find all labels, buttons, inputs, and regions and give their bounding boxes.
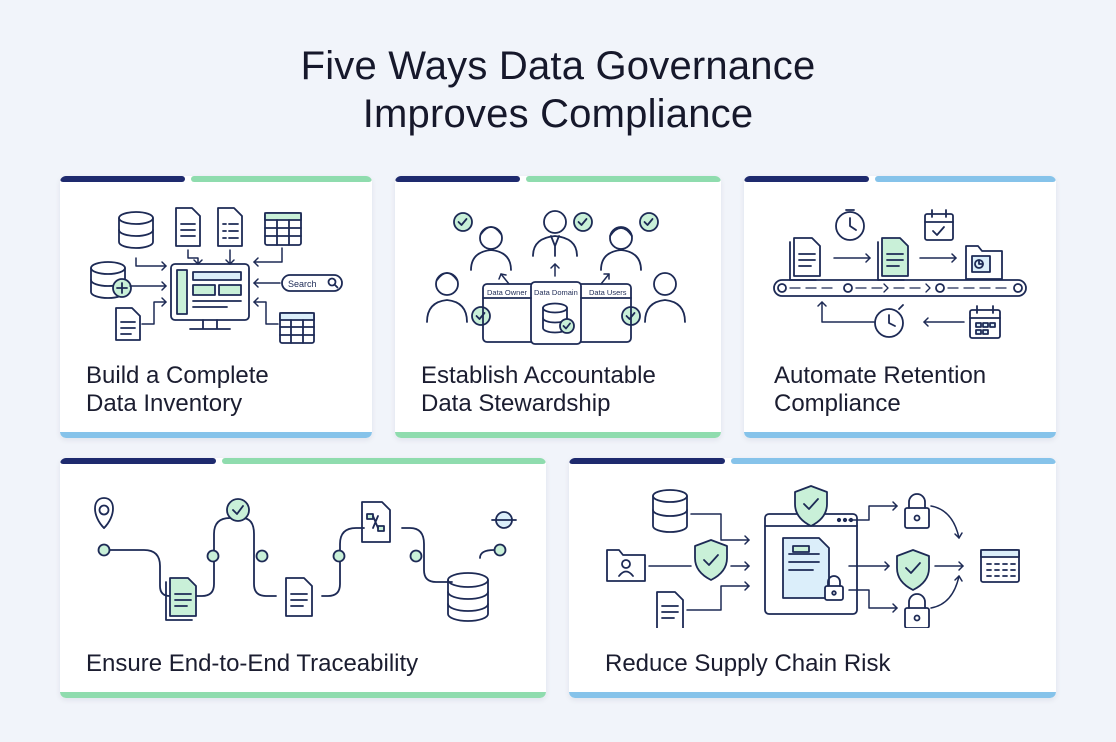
card-label: Build a Complete Data Inventory (86, 362, 269, 418)
browser-window-icon (764, 513, 858, 615)
spreadsheet-icon (264, 212, 302, 246)
location-pin-icon (94, 497, 114, 529)
card-bottom-bar (744, 432, 1056, 438)
shield-check-icon (896, 549, 930, 591)
label-line-2: Compliance (774, 390, 901, 417)
flow-document-icon (361, 501, 391, 543)
card-bottom-bar (395, 432, 721, 438)
document-icon (175, 207, 201, 247)
supply-chain-illustration (606, 485, 1020, 628)
inventory-illustration: Search (90, 207, 343, 344)
label-line-1: Establish Accountable (421, 362, 656, 389)
label-line-2: Data Stewardship (421, 390, 611, 417)
person-icon (644, 272, 686, 323)
card-retention-compliance: Automate Retention Compliance (744, 176, 1056, 438)
card-top-bar (60, 176, 372, 182)
shield-check-icon (694, 539, 728, 581)
document-icon (789, 237, 821, 281)
calendar-icon (924, 209, 954, 241)
card-label: Automate Retention Compliance (774, 362, 986, 418)
card-label: Establish Accountable Data Stewardship (421, 362, 656, 418)
clock-icon (835, 209, 865, 241)
checklist-icon (217, 207, 243, 247)
label-line-1: Automate Retention (774, 362, 987, 389)
flow-arrows (129, 247, 283, 325)
title-line-1: Five Ways Data Governance (300, 44, 816, 88)
card-top-bar (569, 458, 1056, 464)
card-bottom-bar (60, 432, 372, 438)
stewardship-illustration: Data Owner Data Domain Data Users (426, 210, 686, 345)
conveyor-icon (773, 279, 1027, 297)
monitor-icon (170, 263, 250, 330)
lock-icon (904, 593, 930, 628)
trace-path (103, 517, 503, 597)
search-label: Search (288, 279, 317, 289)
flow-arrows (498, 263, 610, 285)
role-data-owner: Data Owner (487, 288, 528, 297)
retention-illustration (773, 209, 1027, 339)
card-bottom-bar (569, 692, 1056, 698)
person-icon (600, 226, 642, 271)
timer-icon (874, 304, 904, 338)
folder-icon (965, 245, 1003, 280)
card-data-inventory: Search Build a Complete Data Inventory (60, 176, 372, 438)
database-icon (652, 489, 688, 533)
search-icon: Search (281, 274, 343, 292)
document-icon (877, 237, 909, 281)
path-nodes (97, 543, 507, 563)
spreadsheet-icon (279, 312, 315, 344)
title-line-2: Improves Compliance (362, 92, 754, 136)
card-label: Ensure End-to-End Traceability (86, 650, 419, 677)
label-line-1: Build a Complete (86, 362, 269, 389)
calendar-icon (969, 305, 1001, 339)
document-icon (656, 591, 684, 628)
document-icon (285, 577, 313, 617)
traceability-illustration (94, 497, 517, 622)
flow-arrows (648, 501, 964, 613)
document-icon (115, 307, 141, 341)
database-icon (118, 211, 154, 249)
role-data-users: Data Users (589, 288, 627, 297)
role-data-domain: Data Domain (534, 288, 578, 297)
shield-check-icon (794, 485, 828, 527)
page-title: Five Ways Data Governance Improves Compl… (0, 42, 1116, 138)
lock-icon (904, 493, 930, 529)
card-supply-chain-risk: Reduce Supply Chain Risk (569, 458, 1056, 698)
database-icon (447, 572, 489, 622)
label-line-2: Data Inventory (86, 390, 243, 417)
card-top-bar (744, 176, 1056, 182)
table-icon (980, 549, 1020, 583)
endpoint-icon (491, 511, 517, 529)
flow-arrows (817, 253, 965, 327)
card-top-bar (60, 458, 546, 464)
card-label: Reduce Supply Chain Risk (605, 650, 891, 677)
card-top-bar (395, 176, 721, 182)
document-icon (165, 577, 197, 621)
card-bottom-bar (60, 692, 546, 698)
database-add-icon (90, 261, 132, 299)
person-icon (470, 226, 512, 271)
person-icon (532, 210, 578, 257)
folder-user-icon (606, 549, 646, 582)
card-data-stewardship: Data Owner Data Domain Data Users Establ… (395, 176, 721, 438)
card-traceability: Ensure End-to-End Traceability (60, 458, 546, 698)
check-badge-icon (226, 498, 250, 522)
person-icon (426, 272, 468, 323)
database-icon (542, 302, 575, 334)
